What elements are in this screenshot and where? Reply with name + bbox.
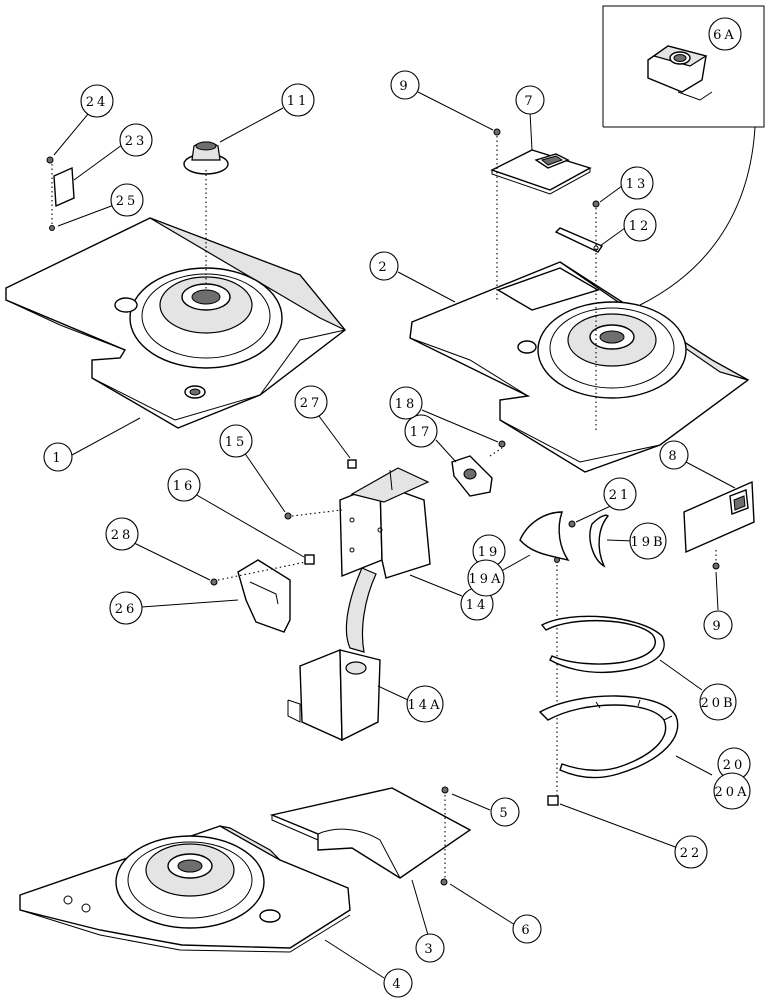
callout-14a-label: 14A — [408, 698, 443, 713]
callout-19a-label: 19A — [469, 572, 504, 587]
callout-24-label: 24 — [86, 95, 109, 110]
callout-11-label: 11 — [287, 94, 310, 109]
leader-lines — [53, 91, 736, 979]
cage-nut-6a — [647, 45, 713, 101]
screw-15 — [284, 512, 292, 520]
bracket-26 — [210, 559, 291, 633]
inset-detail-box — [602, 5, 765, 306]
grommet-11 — [183, 141, 229, 175]
ring-20a — [538, 695, 679, 779]
callout-19b: 19B — [629, 522, 667, 560]
bracket-14a — [287, 648, 381, 742]
callout-20a: 20A — [713, 772, 751, 810]
bracket-23 — [46, 156, 75, 231]
callout-13: 13 — [620, 166, 654, 200]
callout-7-label: 7 — [524, 94, 535, 109]
callout-19: 19 — [472, 534, 506, 568]
clip-16 — [304, 554, 315, 565]
callout-25: 25 — [110, 183, 144, 217]
callout-5: 5 — [490, 797, 520, 827]
callout-20b-label: 20B — [700, 696, 735, 711]
callout-23-label: 23 — [125, 134, 148, 149]
cover-plate-7 — [490, 149, 592, 195]
deflector-19b — [589, 514, 609, 568]
callout-5-label: 5 — [499, 806, 510, 821]
callout-20a-label: 20A — [715, 785, 750, 800]
callout-9-bottom-label: 9 — [712, 619, 723, 634]
bracket-17 — [451, 440, 506, 497]
deflector-19a — [519, 511, 570, 563]
callout-8-label: 8 — [668, 449, 679, 464]
callout-7: 7 — [515, 85, 545, 115]
callout-14a: 14A — [406, 685, 444, 723]
callout-19a: 19A — [467, 559, 505, 597]
callout-20b: 20B — [699, 683, 737, 721]
callout-18-label: 18 — [395, 397, 418, 412]
callout-18: 18 — [389, 386, 423, 420]
callout-26: 26 — [109, 591, 143, 625]
strap-12 — [554, 200, 604, 253]
callout-1-label: 1 — [52, 451, 63, 466]
callout-28-label: 28 — [111, 528, 134, 543]
floor-panel-1 — [5, 217, 346, 429]
callout-21-label: 21 — [609, 488, 632, 503]
plate-8 — [683, 480, 755, 570]
callout-6a-label: 6A — [713, 28, 737, 43]
callout-27: 27 — [294, 385, 328, 419]
callout-17-label: 17 — [410, 425, 433, 440]
callout-12: 12 — [623, 208, 657, 242]
callout-12-label: 12 — [629, 219, 652, 234]
callout-6-label: 6 — [521, 923, 532, 938]
callout-20: 20 — [717, 747, 751, 781]
link-strip — [345, 567, 377, 653]
callout-2-label: 2 — [378, 260, 389, 275]
callout-6: 6 — [512, 914, 542, 944]
callout-3: 3 — [415, 933, 445, 963]
callout-26-label: 26 — [115, 602, 138, 617]
callout-9-top-label: 9 — [399, 79, 410, 94]
callout-15: 15 — [219, 424, 253, 458]
callout-6a: 6A — [708, 17, 742, 51]
callout-19-label: 19 — [478, 545, 501, 560]
callout-24: 24 — [80, 84, 114, 118]
clip-22 — [547, 795, 559, 806]
ring-20b — [540, 615, 665, 674]
callout-3-label: 3 — [424, 942, 435, 957]
callout-2: 2 — [369, 251, 399, 281]
callout-21: 21 — [603, 477, 637, 511]
callout-28: 28 — [105, 517, 139, 551]
floor-panel-4 — [19, 825, 351, 953]
callout-4-label: 4 — [392, 977, 403, 992]
callout-8: 8 — [659, 440, 689, 470]
callout-14-label: 14 — [466, 598, 489, 613]
callout-9-top: 9 — [390, 70, 420, 100]
callout-23: 23 — [119, 123, 153, 157]
callout-16-label: 16 — [173, 479, 196, 494]
callout-19b-label: 19B — [630, 535, 665, 550]
callout-13-label: 13 — [626, 177, 649, 192]
callout-22: 22 — [674, 835, 708, 869]
callout-9-bottom: 9 — [703, 610, 733, 640]
callout-20-label: 20 — [723, 758, 746, 773]
callout-22-label: 22 — [680, 846, 703, 861]
callout-17: 17 — [404, 414, 438, 448]
callout-27-label: 27 — [300, 396, 323, 411]
callout-4: 4 — [383, 968, 413, 998]
callout-11: 11 — [281, 83, 315, 117]
clip-27 — [347, 459, 357, 469]
callout-15-label: 15 — [225, 435, 248, 450]
cover-3 — [269, 786, 472, 886]
callout-25-label: 25 — [116, 194, 139, 209]
callout-1: 1 — [43, 442, 73, 472]
bracket-14 — [339, 467, 431, 579]
callout-16: 16 — [167, 468, 201, 502]
floor-panel-2 — [409, 261, 750, 473]
